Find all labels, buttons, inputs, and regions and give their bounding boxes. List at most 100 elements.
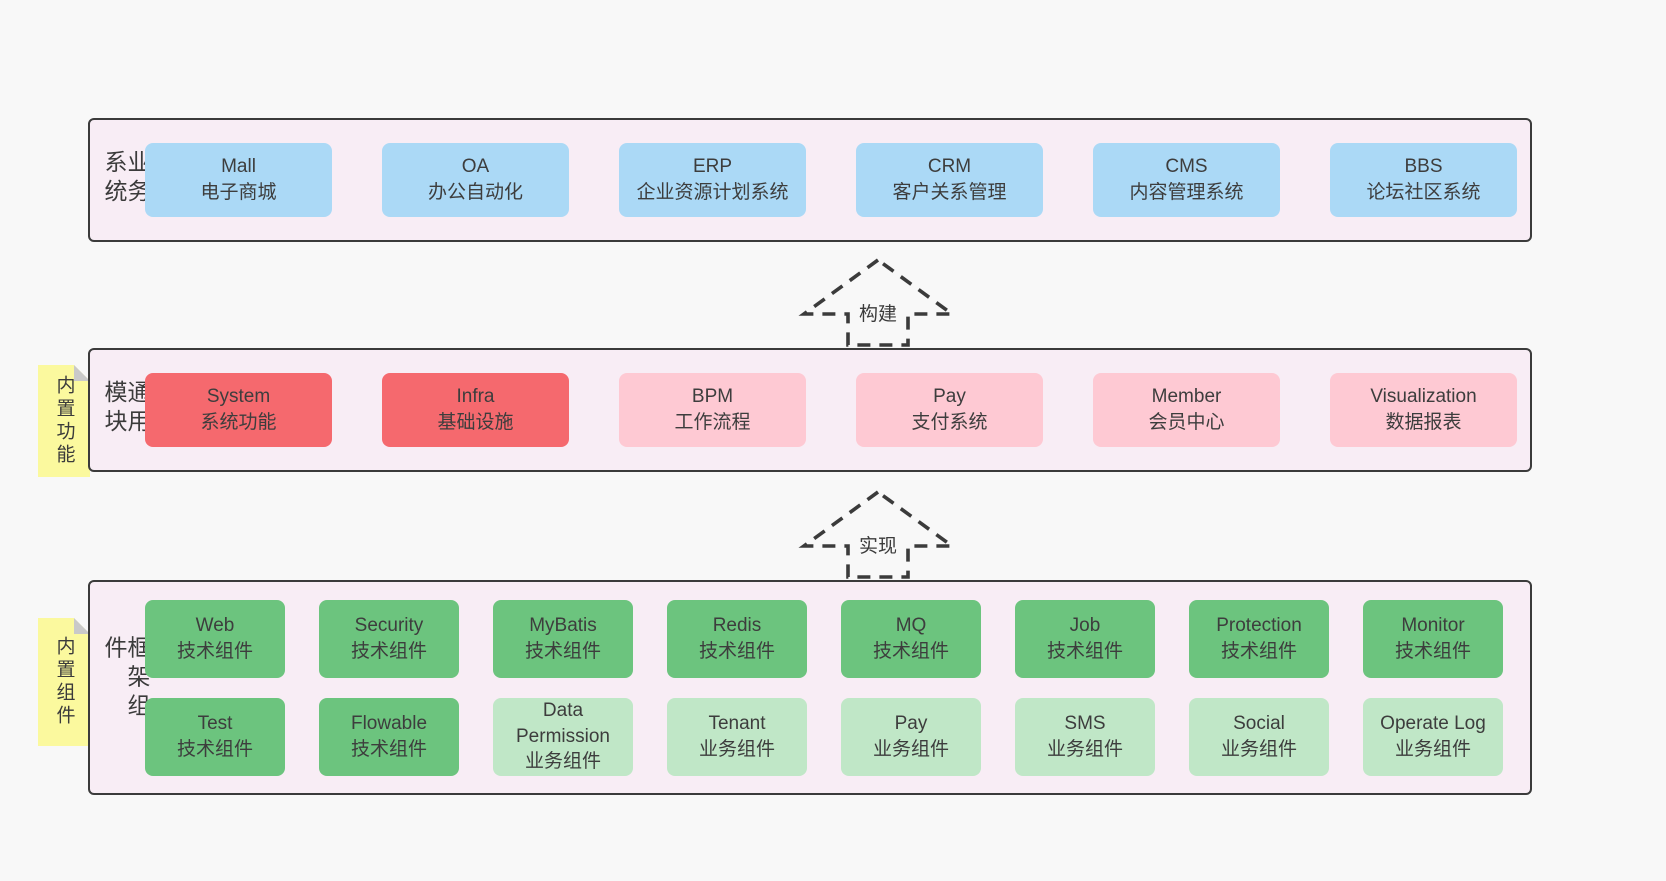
band-box-rows: System 系统功能 Infra 基础设施 BPM 工作流程 Pay 支付系统 Member 会…	[145, 350, 1518, 470]
component-box-crm: CRM 客户关系管理	[856, 143, 1043, 217]
box-desc: 会员中心	[1148, 412, 1225, 433]
box-desc: 技术组件	[698, 640, 775, 662]
component-box-tenant: Tenant 业务组件	[667, 697, 807, 776]
component-box-infra: Infra 基础设施	[382, 373, 569, 447]
box-desc: 工作流程	[674, 412, 751, 433]
box-desc: 电子商城	[200, 182, 277, 203]
band-label: 业务系统	[101, 150, 150, 208]
box-row: System 系统功能 Infra 基础设施 BPM 工作流程 Pay 支付系统 Member 会…	[145, 373, 1518, 447]
component-box-social: Social 业务组件	[1189, 697, 1329, 776]
component-box-job: Job 技术组件	[1015, 599, 1155, 678]
box-desc: 企业资源计划系统	[636, 182, 789, 203]
note-label: 内置功能	[53, 375, 75, 467]
box-desc: 技术组件	[1220, 640, 1297, 662]
box-name: OA	[461, 156, 490, 178]
box-desc: 技术组件	[176, 738, 253, 760]
component-box-cms: CMS 内容管理系统	[1093, 143, 1280, 217]
box-name: Pay	[933, 386, 966, 408]
box-desc: 支付系统	[911, 412, 988, 433]
box-name: Member	[1151, 386, 1222, 408]
box-name: System	[206, 386, 271, 408]
box-desc: 系统功能	[200, 412, 277, 433]
box-name: Visualization	[1370, 386, 1477, 408]
component-box-mall: Mall 电子商城	[145, 143, 332, 217]
component-box-operate-log: Operate Log 业务组件	[1363, 697, 1503, 776]
box-name: CMS	[1165, 156, 1208, 178]
component-box-member: Member 会员中心	[1093, 373, 1280, 447]
box-desc: 业务组件	[872, 738, 949, 760]
component-box-monitor: Monitor 技术组件	[1363, 599, 1503, 678]
box-row: Mall 电子商城 OA 办公自动化 ERP 企业资源计划系统 CRM 客户关系管理 CMS 内容…	[145, 143, 1518, 217]
arrow-label: 实现	[855, 530, 901, 559]
box-desc: 数据报表	[1385, 412, 1462, 433]
box-name: MQ	[895, 614, 927, 636]
box-name: Security	[354, 614, 424, 636]
component-box-web: Web 技术组件	[145, 599, 285, 678]
box-name: Social	[1233, 712, 1285, 734]
box-name: Data Permission	[516, 700, 610, 747]
box-name: MyBatis	[529, 614, 597, 636]
component-box-pay: Pay 支付系统	[856, 373, 1043, 447]
box-desc: 论坛社区系统	[1366, 182, 1481, 203]
component-box-security: Security 技术组件	[319, 599, 459, 678]
box-desc: 技术组件	[524, 640, 601, 662]
box-desc: 客户关系管理	[892, 182, 1007, 203]
band-label: 框架组件	[101, 634, 150, 722]
box-name: Infra	[456, 386, 495, 408]
component-box-erp: ERP 企业资源计划系统	[619, 143, 806, 217]
box-desc: 技术组件	[176, 640, 253, 662]
box-name: Operate Log	[1380, 712, 1486, 734]
component-box-bpm: BPM 工作流程	[619, 373, 806, 447]
box-name: CRM	[927, 156, 972, 178]
box-name: SMS	[1064, 712, 1106, 734]
component-box-mybatis: MyBatis 技术组件	[493, 599, 633, 678]
box-name: Tenant	[708, 712, 766, 734]
box-desc: 技术组件	[1394, 640, 1471, 662]
component-box-visualization: Visualization 数据报表	[1330, 373, 1517, 447]
box-desc: 办公自动化	[427, 182, 523, 203]
box-name: Pay	[894, 712, 928, 734]
component-box-mq: MQ 技术组件	[841, 599, 981, 678]
box-desc: 内容管理系统	[1129, 182, 1244, 203]
box-name: Redis	[712, 614, 762, 636]
box-name: Protection	[1216, 614, 1302, 636]
component-box-protection: Protection 技术组件	[1189, 599, 1329, 678]
box-name: Job	[1069, 614, 1101, 636]
box-desc: 业务组件	[524, 751, 601, 773]
box-name: Flowable	[350, 712, 428, 734]
sticky-note-builtin-components: 内置组件	[38, 618, 90, 746]
box-desc: 技术组件	[872, 640, 949, 662]
component-box-oa: OA 办公自动化	[382, 143, 569, 217]
box-desc: 业务组件	[1220, 738, 1297, 760]
band-box-rows: Mall 电子商城 OA 办公自动化 ERP 企业资源计划系统 CRM 客户关系管理 CMS 内容…	[145, 120, 1518, 240]
component-box-flowable: Flowable 技术组件	[319, 697, 459, 776]
arrow-build: 构建	[790, 254, 966, 350]
component-box-redis: Redis 技术组件	[667, 599, 807, 678]
box-name: Mall	[221, 156, 256, 178]
component-box-pay: Pay 业务组件	[841, 697, 981, 776]
band-label: 通用模块	[101, 380, 150, 438]
component-box-sms: SMS 业务组件	[1015, 697, 1155, 776]
box-desc: 技术组件	[1046, 640, 1123, 662]
box-name: ERP	[692, 156, 733, 178]
box-desc: 业务组件	[1046, 738, 1123, 760]
box-desc: 业务组件	[1394, 738, 1471, 760]
box-name: Web	[195, 614, 235, 636]
box-desc: 基础设施	[437, 412, 514, 433]
box-name: Monitor	[1401, 614, 1465, 636]
box-desc: 业务组件	[698, 738, 775, 760]
dashed-up-arrow-icon	[798, 257, 958, 347]
box-name: BPM	[691, 386, 734, 408]
component-box-data-permission: Data Permission 业务组件	[493, 697, 633, 776]
box-desc: 技术组件	[350, 640, 427, 662]
box-desc: 技术组件	[350, 738, 427, 760]
arrow-implement: 实现	[790, 486, 966, 582]
band-business-systems: 业务系统 Mall 电子商城 OA 办公自动化 ERP 企业资源计划系统 CRM 客户关系管理…	[88, 118, 1532, 242]
dashed-up-arrow-icon	[798, 489, 958, 579]
